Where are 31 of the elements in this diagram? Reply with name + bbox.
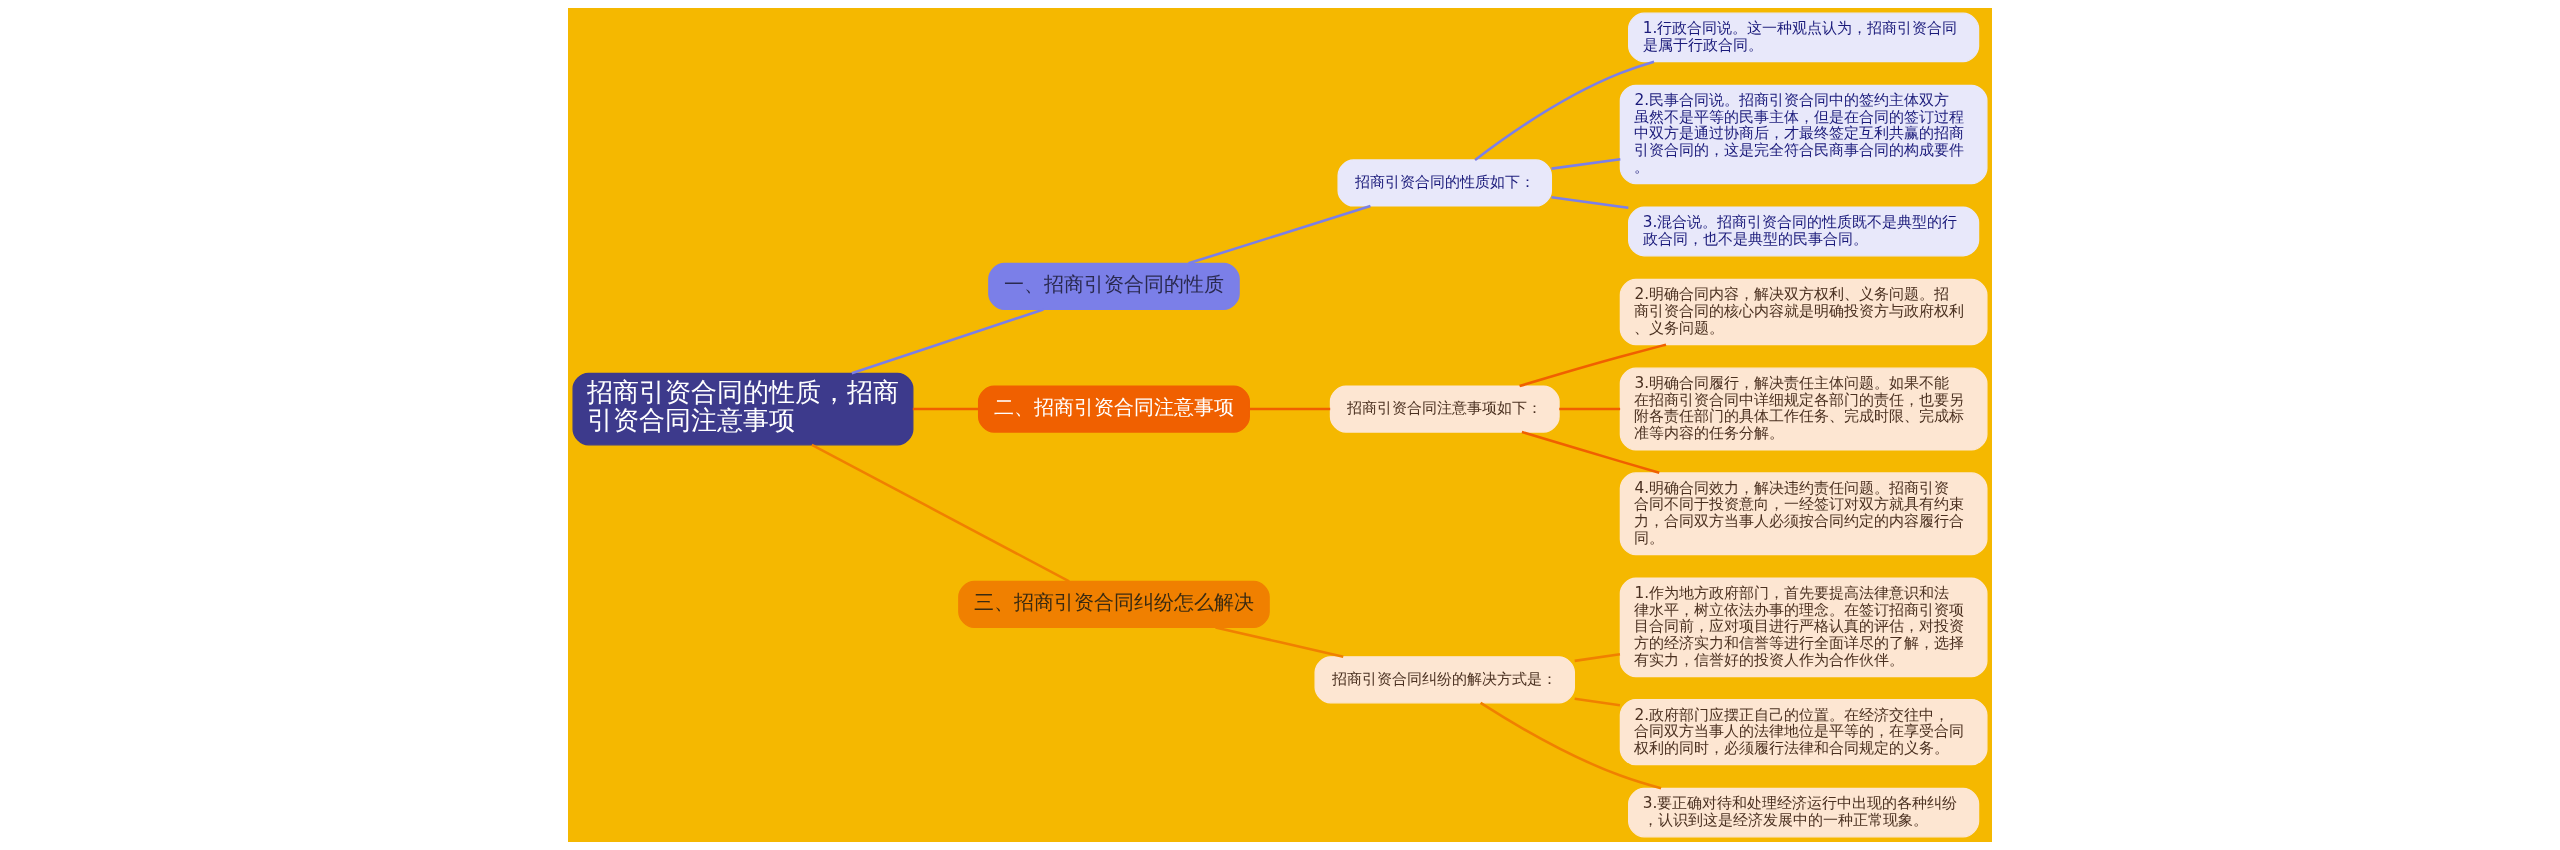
node-box: 2.明确合同内容，解决双方权利、义务问题。招商引资合同的核心内容就是明确投资方与政府权利、义务问题。 (1619, 278, 1988, 346)
node-box: 招商引资合同的性质，招商引资合同注意事项 (572, 372, 914, 446)
connector (912, 407, 979, 411)
connector (1474, 60, 1655, 161)
node-box: 二、招商引资合同注意事项 (977, 385, 1250, 433)
connector (1215, 626, 1344, 659)
node-box: 招商引资合同纠纷的解决方式是： (1314, 656, 1576, 704)
connector (1559, 407, 1621, 411)
connector (1521, 430, 1660, 474)
node-box: 招商引资合同的性质如下： (1337, 159, 1553, 207)
connector (1574, 697, 1621, 707)
node-box: 2.政府部门应摆正自己的位置。在经济交往中，合同双方当事人的法律地位是平等的，在享受合同权利的同时，必须履行法律和合同规定的义务。 (1619, 698, 1988, 766)
connector (1551, 196, 1629, 210)
node-box: 1.作为地方政府部门，首先要提高法律意识和法律水平，树立依法办事的理念。在签订招商引资项目合同前，应对项目进行严格认真的评估，对投资方的经济实力和信誉等进行全面详尽的了解，选择有实力，信誉好的投资人作为合作伙伴。 (1619, 577, 1988, 678)
connector (1249, 407, 1331, 411)
node-box: 3.明确合同履行，解决责任主体问题。如果不能在招商引资合同中详细规定各部门的责任，也要另附各责任部门的具体工作任务、完成时限、完成标准等内容的任务分解。 (1619, 367, 1988, 451)
connector (1479, 701, 1662, 790)
node-box: 3.混合说。招商引资合同的性质既不是典型的行政合同，也不是典型的民事合同。 (1628, 206, 1980, 257)
node-box: 1.行政合同说。这一种观点认为，招商引资合同是属于行政合同。 (1628, 12, 1980, 63)
node-box: 4.明确合同效力，解决违约责任问题。招商引资合同不同于投资意向，一经签订对双方就具有约束力，合同双方当事人必须按合同约定的内容履行合同。 (1619, 472, 1988, 556)
node-box: 三、招商引资合同纠纷怎么解决 (958, 580, 1270, 629)
connector (811, 443, 1070, 583)
connector (1519, 343, 1667, 388)
node-box: 一、招商引资合同的性质 (988, 262, 1240, 311)
node-box: 招商引资合同注意事项如下： (1329, 385, 1560, 433)
connector (1188, 204, 1371, 265)
connector (1574, 652, 1621, 663)
node-box: 3.要正确对待和处理经济运行中出现的各种纠纷，认识到这是经济发展中的一种正常现象。 (1628, 787, 1980, 838)
connector (851, 308, 1044, 375)
connector (1551, 157, 1621, 170)
node-box: 2.民事合同说。招商引资合同中的签约主体双方虽然不是平等的民事主体，但是在合同的签订过程中双方是通过协商后，才最终签定互利共赢的招商引资合同的，这是完全符合民商事合同的构成要件。 (1619, 84, 1988, 185)
